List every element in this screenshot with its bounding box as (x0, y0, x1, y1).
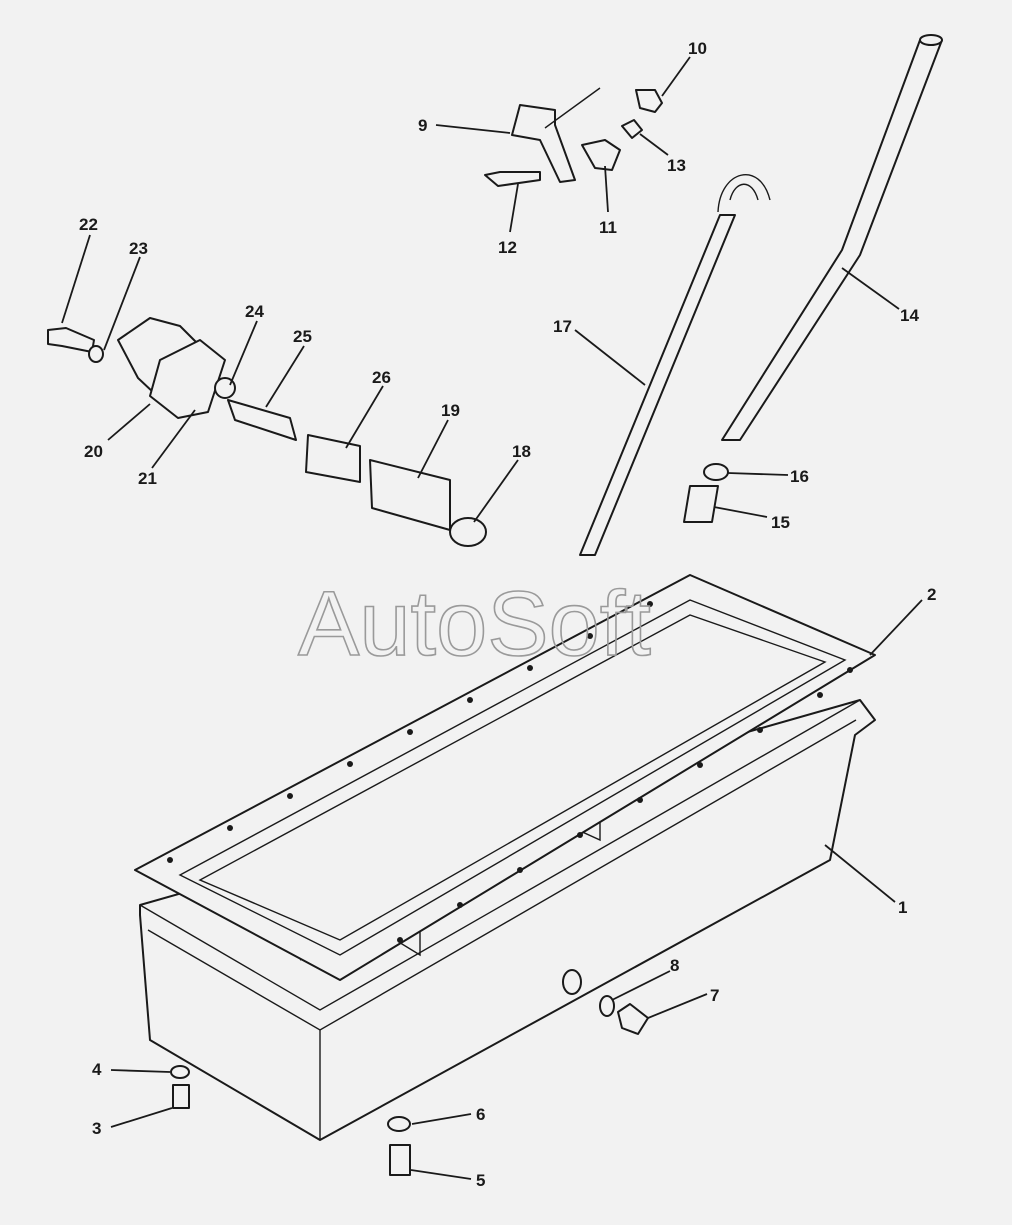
dipstick-tube (721, 34, 943, 441)
callout-26: 26 (372, 368, 391, 387)
callout-23: 23 (129, 239, 148, 258)
callout-24: 24 (245, 302, 264, 321)
watermark-text: AutoSoft (298, 573, 651, 675)
callout-2: 2 (927, 585, 936, 604)
callout-1: 1 (898, 898, 907, 917)
callout-11: 11 (599, 218, 617, 237)
callout-18: 18 (512, 442, 531, 461)
callout-20: 20 (84, 442, 103, 461)
callout-4: 4 (92, 1060, 102, 1079)
tube-sleeve (683, 485, 719, 523)
callout-13: 13 (667, 156, 686, 175)
callout-3: 3 (92, 1119, 101, 1138)
callout-labels: 1 2 3 4 5 6 7 8 9 10 11 12 13 14 15 16 1… (79, 39, 936, 1190)
callout-16: 16 (790, 467, 809, 486)
callout-5: 5 (476, 1171, 485, 1190)
bracket-nut-13 (621, 119, 643, 139)
drain-washer (599, 995, 615, 1017)
callout-10: 10 (688, 39, 707, 58)
callout-25: 25 (293, 327, 312, 346)
pan-bolt-bottom (387, 1116, 411, 1176)
callout-12: 12 (498, 238, 517, 257)
leader-lines (61, 56, 923, 1180)
callout-8: 8 (670, 956, 679, 975)
tube-clamp (703, 463, 729, 481)
callout-15: 15 (771, 513, 790, 532)
dipstick (579, 174, 771, 556)
pan-bolt-left (170, 1065, 190, 1109)
callout-14: 14 (900, 306, 919, 325)
callout-6: 6 (476, 1105, 485, 1124)
bracket-clip-11 (581, 139, 621, 171)
callout-21: 21 (138, 469, 157, 488)
bracket-bolt-12 (484, 171, 541, 187)
callout-17: 17 (553, 317, 572, 336)
gasket-bolt-holes (167, 601, 853, 943)
tube-bracket (511, 87, 601, 183)
callout-22: 22 (79, 215, 98, 234)
drain-plug (617, 1003, 649, 1035)
oil-pan-gasket (134, 574, 876, 981)
callout-7: 7 (710, 986, 719, 1005)
bracket-bolt-10 (635, 89, 663, 113)
callout-9: 9 (418, 116, 427, 135)
callout-19: 19 (441, 401, 460, 420)
relief-valve-assembly (47, 317, 487, 547)
